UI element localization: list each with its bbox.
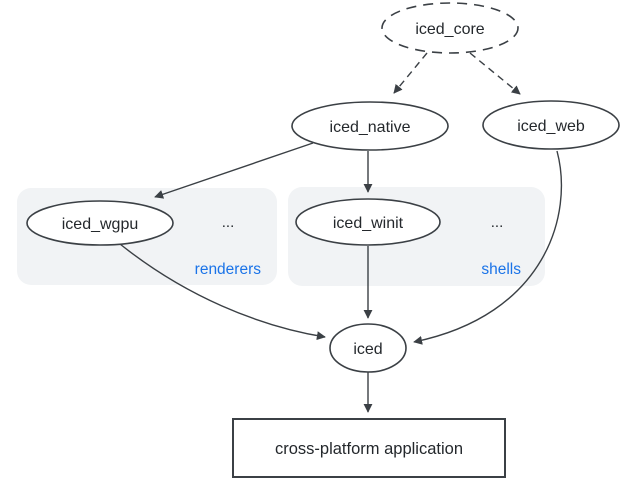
shells-label: shells xyxy=(481,261,521,278)
iced-native-label: iced_native xyxy=(330,119,411,136)
node-iced-web: iced_web xyxy=(482,100,620,150)
iced-native-ellipse xyxy=(291,101,449,151)
node-iced-native: iced_native xyxy=(291,101,449,151)
iced-web-ellipse xyxy=(482,100,620,150)
iced-web-label: iced_web xyxy=(517,118,585,135)
iced-ellipse xyxy=(329,323,407,373)
node-iced: iced xyxy=(329,323,407,373)
node-iced-winit: iced_winit xyxy=(295,198,441,246)
iced-wgpu-label: iced_wgpu xyxy=(62,216,139,233)
iced-wgpu-ellipse xyxy=(26,200,174,246)
application-label: cross-platform application xyxy=(275,440,463,458)
node-iced-core: iced_core xyxy=(381,2,519,54)
node-iced-wgpu: iced_wgpu xyxy=(26,200,174,246)
edge-native-to-wgpu xyxy=(154,142,314,199)
edge-wgpu-to-iced xyxy=(119,243,326,341)
edge-web-to-iced xyxy=(413,150,563,345)
iced-winit-ellipse xyxy=(295,198,441,246)
iced-core-ellipse xyxy=(381,2,519,54)
shells-ellipsis: ... xyxy=(491,214,504,231)
renderers-ellipsis: ... xyxy=(222,214,235,231)
renderers-label: renderers xyxy=(195,261,262,278)
node-application: cross-platform application xyxy=(232,418,506,478)
edge-core-to-native xyxy=(393,52,428,94)
iced-winit-label: iced_winit xyxy=(333,215,404,232)
iced-core-label: iced_core xyxy=(415,21,484,38)
iced-label: iced xyxy=(353,341,382,358)
edge-core-to-web xyxy=(469,52,521,95)
application-box xyxy=(232,418,506,478)
